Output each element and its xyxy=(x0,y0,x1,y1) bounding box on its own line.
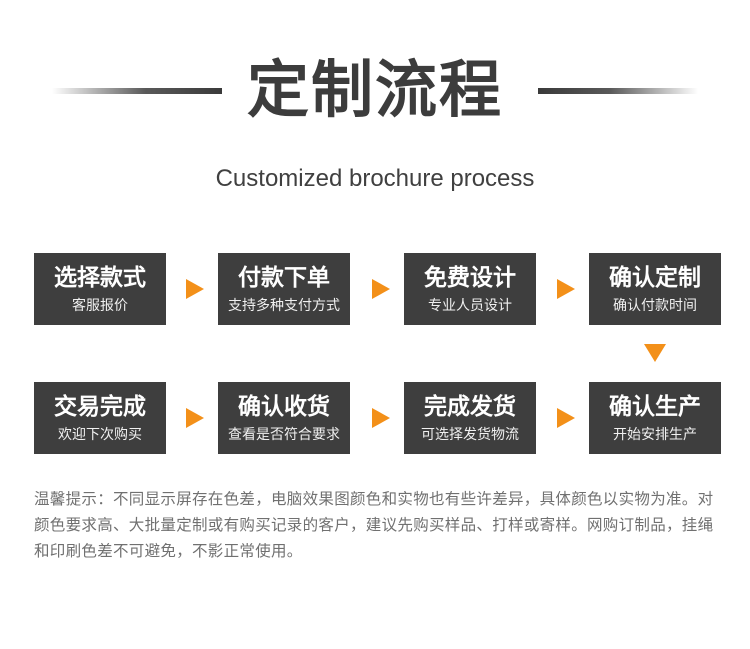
title-divider-left xyxy=(52,88,222,94)
step-pay-order: 付款下单 支持多种支付方式 xyxy=(218,253,350,325)
step-subtitle: 查看是否符合要求 xyxy=(228,427,340,443)
title-divider-right xyxy=(538,88,698,94)
step-subtitle: 客服报价 xyxy=(72,298,128,314)
step-subtitle: 可选择发货物流 xyxy=(421,427,519,443)
step-confirm-custom: 确认定制 确认付款时间 xyxy=(589,253,721,325)
step-subtitle: 欢迎下次购买 xyxy=(58,427,142,443)
arrow-right-icon xyxy=(186,279,204,299)
arrow-down-icon xyxy=(644,344,666,362)
arrow-right-icon xyxy=(557,408,575,428)
step-title: 完成发货 xyxy=(424,394,516,420)
step-title: 选择款式 xyxy=(54,265,146,291)
step-free-design: 免费设计 专业人员设计 xyxy=(404,253,536,325)
step-subtitle: 专业人员设计 xyxy=(428,298,512,314)
step-title: 确认收货 xyxy=(238,394,330,420)
step-ship: 完成发货 可选择发货物流 xyxy=(404,382,536,454)
step-title: 付款下单 xyxy=(238,265,330,291)
step-confirm-production: 确认生产 开始安排生产 xyxy=(589,382,721,454)
page-subtitle: Customized brochure process xyxy=(215,165,535,192)
arrow-right-icon xyxy=(186,408,204,428)
step-title: 确认生产 xyxy=(609,394,701,420)
page-title: 定制流程 xyxy=(246,53,503,126)
step-title: 免费设计 xyxy=(424,265,516,291)
warm-tip-note: 温馨提示：不同显示屏存在色差，电脑效果图颜色和实物也有些许差异，具体颜色以实物为… xyxy=(34,490,714,560)
step-title: 交易完成 xyxy=(54,394,146,420)
step-choose-style: 选择款式 客服报价 xyxy=(34,253,166,325)
arrow-right-icon xyxy=(372,408,390,428)
arrow-right-icon xyxy=(557,279,575,299)
step-confirm-receipt: 确认收货 查看是否符合要求 xyxy=(218,382,350,454)
step-subtitle: 开始安排生产 xyxy=(613,427,697,443)
step-subtitle: 支持多种支付方式 xyxy=(228,298,340,314)
step-subtitle: 确认付款时间 xyxy=(613,298,697,314)
step-title: 确认定制 xyxy=(609,265,701,291)
step-deal-complete: 交易完成 欢迎下次购买 xyxy=(34,382,166,454)
arrow-right-icon xyxy=(372,279,390,299)
